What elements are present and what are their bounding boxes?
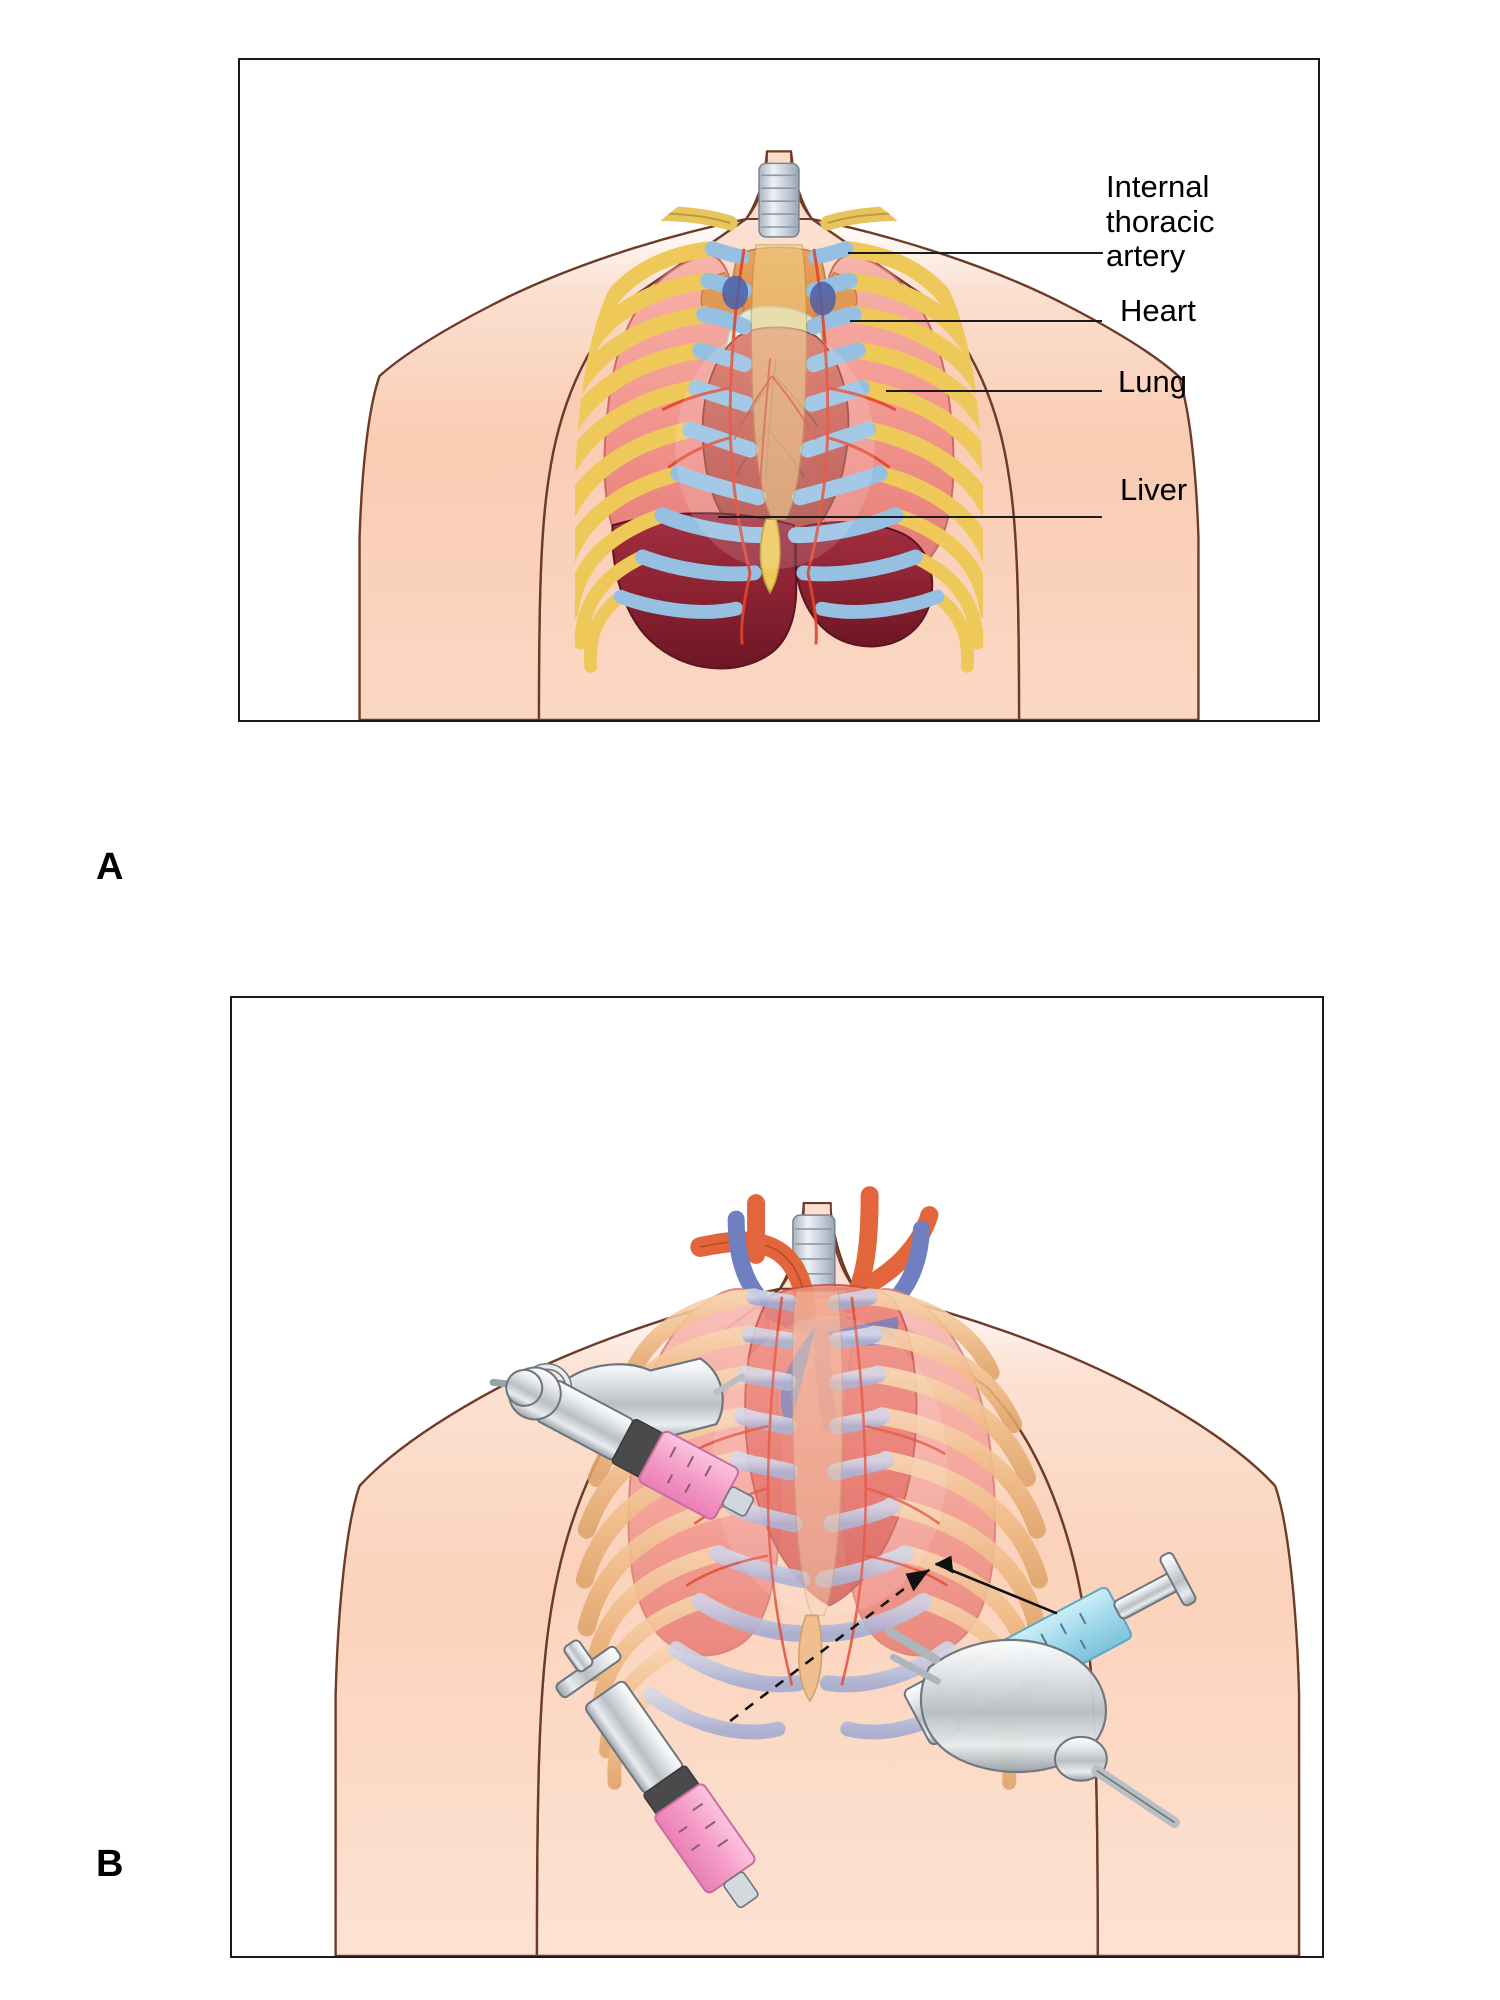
- panel-b-letter: B: [96, 1843, 124, 1885]
- panel-a-letter: A: [96, 846, 124, 888]
- panel-a: [238, 58, 1320, 722]
- label-lung: Lung: [1118, 364, 1187, 399]
- leader-line-internal-thoracic-artery: [848, 252, 1103, 255]
- syringe-pink-lower: [555, 1639, 759, 1909]
- pericardium-overlay: [675, 326, 875, 569]
- leader-line-heart: [850, 320, 1102, 323]
- trajectory-arrow: [729, 1555, 1058, 1723]
- label-liver: Liver: [1120, 472, 1188, 507]
- trachea: [758, 162, 800, 238]
- blue-vessel-nodes: [722, 275, 836, 316]
- leader-line-liver: [718, 516, 1102, 519]
- ribcage: [574, 206, 984, 673]
- label-internal-thoracic-artery: Internal thoracic artery: [1106, 169, 1215, 274]
- introducer-clamp-right: [885, 1626, 1181, 1829]
- panel-a-illustration: [240, 60, 1318, 720]
- panel-b: [230, 996, 1324, 1958]
- panel-b-illustration: [232, 998, 1322, 1956]
- leader-line-lung: [886, 390, 1102, 393]
- coronary-vessels: [733, 358, 817, 488]
- label-heart: Heart: [1120, 293, 1196, 328]
- pericardium-overlay: [712, 1316, 948, 1616]
- syringe-pink-upper: [505, 1366, 754, 1520]
